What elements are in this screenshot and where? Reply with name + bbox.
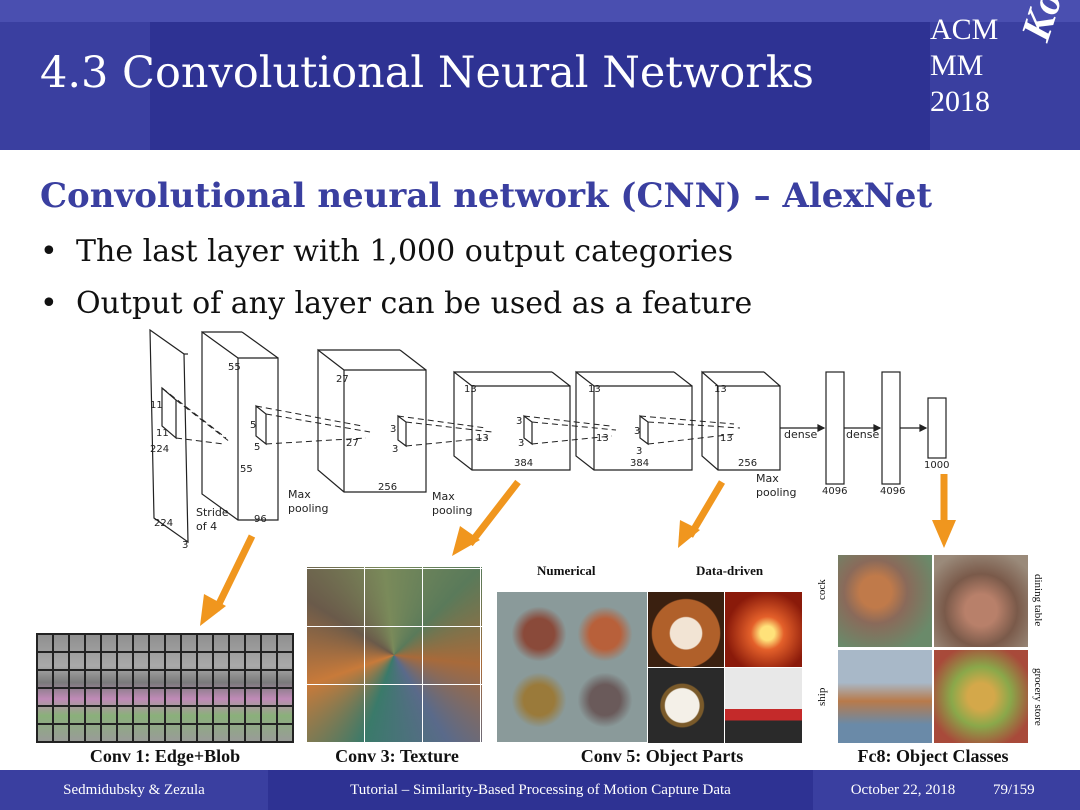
bullet-dot: •: [40, 286, 58, 321]
stride-label: Stride: [196, 506, 229, 519]
arrow-fc8-head: [932, 520, 956, 548]
kernel2-b-label: 5: [254, 442, 260, 453]
conv1-depth-label: 96: [254, 514, 267, 525]
kernel4-a-label: 3: [516, 416, 522, 427]
slide-footer: Sedmidubsky & Zezula Tutorial – Similari…: [0, 770, 1080, 810]
logo-line-year: 2018: [930, 85, 990, 118]
conv5-car-photo: [725, 668, 802, 743]
conv5-dog-photo: [648, 592, 724, 667]
conv5-clock-photo: [648, 668, 724, 743]
arrow-conv1-head: [200, 594, 226, 626]
logo-line-acm: ACM: [930, 13, 999, 46]
header-block: [150, 22, 930, 150]
fc8-caption: Fc8: Object Classes: [857, 746, 1009, 766]
fc8-cock-image: [838, 555, 932, 647]
conv5-numerical-image: [497, 592, 647, 742]
bullet-dot: •: [40, 234, 58, 269]
conv4-height-label: 13: [588, 384, 601, 395]
fc6-size-label: 4096: [822, 486, 847, 497]
arrow-conv3-head: [452, 526, 480, 556]
conv5-height-label: 13: [714, 384, 727, 395]
fc8-ship-label: ship: [816, 687, 828, 706]
fc8-layer: [927, 397, 947, 459]
fc8-cock-label: cock: [816, 579, 828, 600]
fc8-grocery-store-label: grocery store: [1032, 668, 1044, 726]
bullet-text: Output of any layer can be used as a fea…: [76, 286, 753, 321]
footer-page-number: 79/159: [993, 770, 1080, 810]
kernel5-b-label: 3: [636, 446, 642, 457]
bullet-item: • Output of any layer can be used as a fe…: [40, 286, 752, 321]
conv3-height-label: 13: [464, 384, 477, 395]
conv3-width-label: 13: [476, 433, 489, 444]
conv2-depth-label: 256: [378, 482, 397, 493]
kernel2-a-label: 5: [250, 420, 256, 431]
arrow-conv5-head: [678, 520, 700, 548]
conv5-width-label: 13: [720, 433, 733, 444]
fc8-ship-image: [838, 650, 932, 743]
footer-authors: Sedmidubsky & Zezula: [0, 770, 268, 810]
kernel1-a-label: 11: [150, 400, 163, 411]
footer-talk-title: Tutorial – Similarity-Based Processing o…: [268, 770, 813, 810]
conv3-depth-label: 384: [514, 458, 533, 469]
conv2-height-label: 27: [336, 374, 349, 385]
slide-header: 4.3 Convolutional Neural Networks ACM MM…: [0, 0, 1080, 150]
pool1-label-a: Max: [288, 488, 311, 501]
footer-date: October 22, 2018: [813, 770, 993, 810]
conv1-width-label: 55: [240, 464, 253, 475]
input-width-label: 224: [154, 518, 173, 529]
stride-of-label: of 4: [196, 520, 217, 533]
fc8-dining-table-image: [934, 555, 1028, 647]
kernel4-b-label: 3: [518, 438, 524, 449]
kernel1-b-label: 11: [156, 428, 169, 439]
dense1-label: dense: [784, 428, 817, 441]
pool2-label-b: pooling: [432, 504, 473, 517]
conv5-data-driven-label: Data-driven: [696, 563, 764, 578]
fc8-size-label: 1000: [924, 460, 949, 471]
conv1-height-label: 55: [228, 362, 241, 373]
input-depth-label: 3: [182, 540, 188, 550]
fc8-dining-table-label: dining table: [1032, 574, 1044, 627]
bullet-text: The last layer with 1,000 output categor…: [76, 234, 734, 269]
conv3-texture-grid: [306, 567, 482, 743]
input-height-label: 224: [150, 444, 169, 455]
header-top-band: [0, 0, 1080, 22]
fc7-size-label: 4096: [880, 486, 905, 497]
pool3-label-a: Max: [756, 472, 779, 485]
conv4-width-label: 13: [596, 433, 609, 444]
input-layer: [149, 328, 189, 544]
alexnet-diagram: 55 11 11 224 224 3 Stride of 4 5 5 55 96…: [149, 328, 949, 550]
conv5-caption: Conv 5: Object Parts: [580, 746, 744, 766]
kernel3-b-label: 3: [392, 444, 398, 455]
conv4-depth-label: 384: [630, 458, 649, 469]
conv3-caption: Conv 3: Texture: [335, 746, 459, 766]
pool2-label-a: Max: [432, 490, 455, 503]
slide-title: 4.3 Convolutional Neural Networks: [40, 48, 814, 98]
kernel3-a-label: 3: [390, 424, 396, 435]
fc8-grocery-store-image: [934, 650, 1028, 743]
acm-mm-logo: ACM MM 2018 Korea: [930, 0, 1080, 142]
bullet-item: • The last layer with 1,000 output catego…: [40, 234, 733, 269]
conv1-caption: Conv 1: Edge+Blob: [89, 746, 241, 766]
conv5-depth-label: 256: [738, 458, 757, 469]
conv1-filter-grid: [36, 633, 294, 743]
kernel5-a-label: 3: [634, 426, 640, 437]
pool3-label-b: pooling: [756, 486, 797, 499]
conv2-width-label: 27: [346, 438, 359, 449]
logo-line-mm: MM: [930, 49, 984, 82]
conv5-flame-photo: [725, 592, 802, 667]
section-subtitle: Convolutional neural network (CNN) – Ale…: [40, 176, 933, 216]
pool1-label-b: pooling: [288, 502, 329, 515]
conv5-numerical-label: Numerical: [537, 563, 596, 578]
dense2-label: dense: [846, 428, 879, 441]
